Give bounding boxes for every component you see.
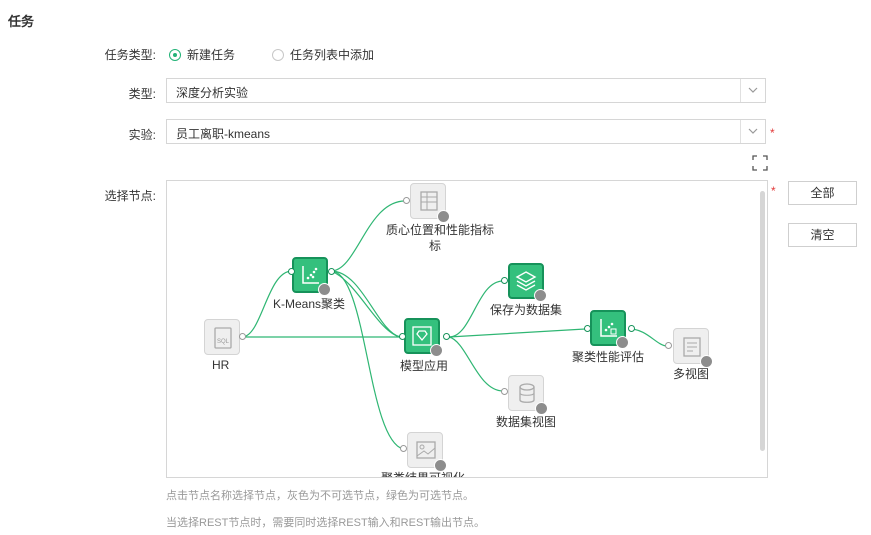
disabled-badge-icon [616,336,629,349]
disabled-badge-icon [534,289,547,302]
radio-add-from-list[interactable]: 任务列表中添加 [272,46,374,63]
node-kmeans[interactable] [292,257,331,296]
node-port[interactable] [501,388,508,395]
type-label: 类型: [128,87,156,101]
canvas-scrollbar[interactable] [760,191,765,451]
node-port[interactable] [328,268,335,275]
experiment-select-value: 员工离职-kmeans [176,127,271,141]
node-port[interactable] [501,277,508,284]
chevron-down-icon[interactable] [740,120,765,143]
image-chart-icon [416,441,436,459]
node-cluster-eval[interactable] [590,310,629,349]
scatter-icon [302,266,319,284]
node-centroid[interactable] [410,183,450,223]
node-label-centroid-wrap[interactable]: 标 [429,239,442,253]
disabled-badge-icon [430,344,443,357]
node-port[interactable] [443,333,450,340]
workflow-canvas[interactable]: SQL HR K-Means聚类 质心位置和性能指标 标 模型应用 [166,180,768,478]
radio-new-task[interactable]: 新建任务 [169,46,235,63]
type-select[interactable]: 深度分析实验 [166,78,766,103]
diamond-model-icon [412,326,432,346]
multi-view-icon [683,337,701,357]
required-mark: * [770,126,775,140]
node-label-multi-view[interactable]: 多视图 [673,367,710,381]
node-label-kmeans[interactable]: K-Means聚类 [273,297,346,311]
node-port[interactable] [400,445,407,452]
hint-line-1: 点击节点名称选择节点，灰色为不可选节点，绿色为可选节点。 [166,490,474,502]
node-multi-view[interactable] [673,328,713,368]
chevron-down-icon[interactable] [740,79,765,102]
experiment-select[interactable]: 员工离职-kmeans [166,119,766,144]
disabled-badge-icon [318,283,331,296]
sql-icon: SQL [214,327,232,349]
radio-new-task-label: 新建任务 [187,48,236,62]
connection-lines [241,200,668,450]
node-label-save-dataset[interactable]: 保存为数据集 [490,303,563,317]
database-icon [519,383,535,403]
required-mark: * [771,184,776,198]
task-type-label: 任务类型: [104,48,156,62]
node-select-label: 选择节点: [104,189,156,203]
scatter-eval-icon [600,319,617,337]
radio-circle [272,48,284,61]
clear-button[interactable]: 清空 [788,223,857,247]
disabled-badge-icon [434,459,447,472]
table-icon [420,191,438,211]
experiment-label: 实验: [128,128,156,142]
node-dataset-view[interactable] [508,375,548,415]
node-port[interactable] [403,197,410,204]
node-label-model-apply[interactable]: 模型应用 [400,359,449,373]
hint-line-2: 当选择REST节点时，需要同时选择REST输入和REST输出节点。 [166,517,486,529]
node-cluster-vis[interactable] [407,432,447,472]
node-port[interactable] [584,325,591,332]
node-label-hr[interactable]: HR [212,358,230,372]
node-port[interactable] [288,268,295,275]
node-label-centroid[interactable]: 质心位置和性能指标 [386,223,495,237]
node-label-cluster-vis[interactable]: 聚类结果可视化 [381,471,466,478]
radio-add-from-list-label: 任务列表中添加 [290,48,375,62]
type-select-value: 深度分析实验 [176,86,249,100]
disabled-badge-icon [535,402,548,415]
disabled-badge-icon [700,355,713,368]
select-all-button[interactable]: 全部 [788,181,857,205]
node-port[interactable] [239,333,246,340]
fullscreen-icon[interactable] [752,155,768,171]
layers-icon [515,271,537,291]
node-label-dataset-view[interactable]: 数据集视图 [496,415,557,429]
node-port[interactable] [628,325,635,332]
node-port[interactable] [665,342,672,349]
node-model-apply[interactable] [404,318,443,357]
disabled-badge-icon [437,210,450,223]
node-label-cluster-eval[interactable]: 聚类性能评估 [572,350,645,364]
radio-circle [169,48,181,61]
section-title: 任务 [8,14,35,29]
node-port[interactable] [399,333,406,340]
node-save-dataset[interactable] [508,263,547,302]
node-hr[interactable]: SQL [204,319,240,355]
svg-text:SQL: SQL [217,339,230,345]
